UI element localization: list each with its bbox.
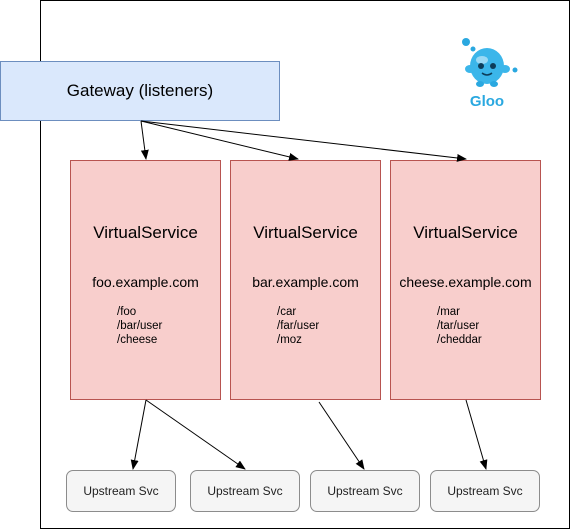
upstream-label: Upstream Svc [83,484,159,498]
virtual-service-foo: VirtualService foo.example.com /foo /bar… [70,160,221,400]
vs-route: /car [277,306,297,318]
vs-route: /tar/user [437,320,480,332]
gloo-logo-text: Gloo [470,93,504,110]
vs-route: /cheese [117,334,158,346]
upstream-label: Upstream Svc [207,484,283,498]
vs-routes: /foo /bar/user /cheese [117,305,162,347]
vs-route: /far/user [277,320,320,332]
vs-title: VirtualService [253,223,358,242]
vs-host: bar.example.com [252,274,359,290]
vs-route: /bar/user [117,320,163,332]
virtual-service-cheese: VirtualService cheese.example.com /mar /… [390,160,541,400]
vs-routes: /mar /tar/user /cheddar [437,305,482,347]
vs-route: /foo [117,306,137,318]
vs-title: VirtualService [413,223,518,242]
vs-host: cheese.example.com [399,274,532,290]
upstream-svc-3: Upstream Svc [310,470,420,512]
upstream-label: Upstream Svc [447,484,523,498]
gloo-logo: Gloo [462,38,518,110]
vs-routes: /car /far/user /moz [277,305,319,347]
upstream-svc-4: Upstream Svc [430,470,540,512]
vs-host: foo.example.com [92,274,199,290]
virtual-service-bar: VirtualService bar.example.com /car /far… [230,160,381,400]
upstream-svc-1: Upstream Svc [66,470,176,512]
upstream-label: Upstream Svc [327,484,403,498]
gateway-box: Gateway (listeners) [0,61,280,121]
vs-title: VirtualService [93,223,198,242]
gateway-label: Gateway (listeners) [66,81,214,100]
vs-route: /cheddar [437,334,482,346]
vs-route: /mar [437,306,460,318]
vs-route: /moz [277,334,302,346]
upstream-svc-2: Upstream Svc [190,470,300,512]
